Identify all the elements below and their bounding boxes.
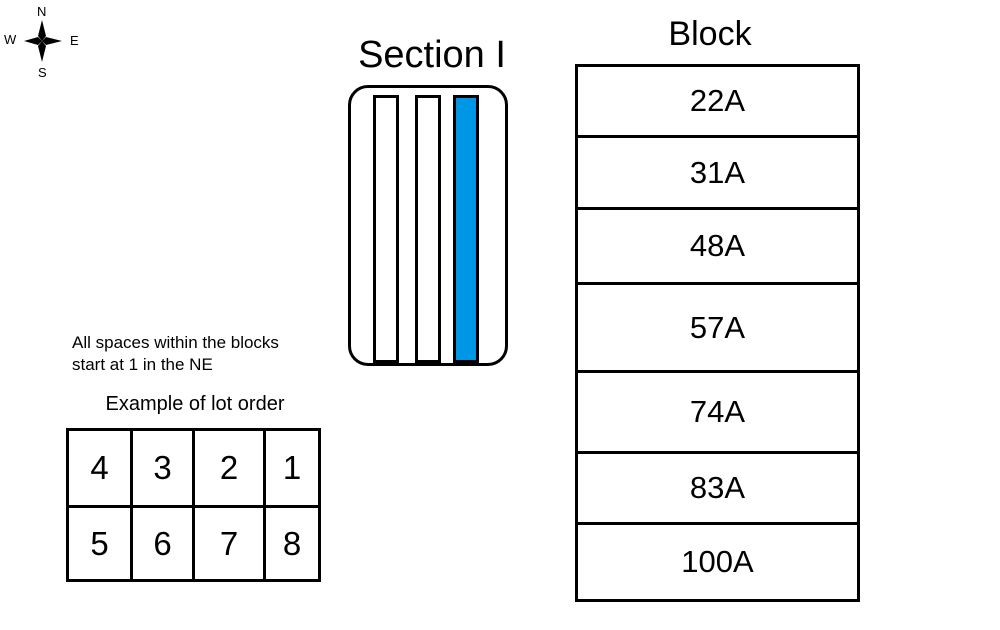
compass-star-icon [24,20,62,62]
block-cell-83a[interactable]: 83A [578,454,857,525]
lot-order-note: All spaces within the blocks start at 1 … [72,332,352,376]
compass-west-label: W [4,32,17,47]
block-label: 100A [681,544,754,579]
note-line-1: All spaces within the blocks [72,333,279,352]
block-label: 22A [689,83,746,118]
block-cell-48a[interactable]: 48A [578,210,857,285]
lot-cell: 6 [153,524,172,562]
block-label: 31A [689,154,746,190]
block-title: Block [668,15,752,53]
note-line-2: start at 1 in the NE [72,355,213,374]
block-cell-22a[interactable]: 22A [578,67,857,138]
section-title: Section I [358,34,506,76]
compass-rose: N S E W [0,0,90,82]
section-row-2[interactable] [415,95,441,363]
lot-cell: 5 [90,524,109,562]
lot-cell: 7 [219,524,239,562]
compass-south-label: S [38,65,47,80]
block-cell-100a[interactable]: 100A [578,525,857,599]
block-label: 83A [689,470,746,505]
compass-east-label: E [70,33,79,48]
lot-cell: 3 [153,449,172,486]
section-row-1[interactable] [373,95,399,363]
block-table: 22A 31A 48A 57A 74A 83A 100A [575,64,860,602]
block-cell-74a[interactable]: 74A [578,373,857,454]
lot-order-grid: 4 3 2 1 5 6 7 8 [66,428,321,582]
block-label: 48A [689,228,746,263]
section-frame [348,85,508,366]
block-cell-31a[interactable]: 31A [578,138,857,210]
lot-cell: 1 [282,449,302,486]
lot-example-title: Example of lot order [105,393,285,415]
lot-cell: 2 [219,449,239,486]
lot-cell: 8 [282,524,302,562]
compass-north-label: N [37,4,47,19]
block-label: 57A [689,309,746,345]
block-label: 74A [689,394,746,429]
lot-cell: 4 [90,449,109,486]
block-cell-57a[interactable]: 57A [578,285,857,373]
grid-divider [69,505,318,508]
section-row-3[interactable] [453,95,479,363]
